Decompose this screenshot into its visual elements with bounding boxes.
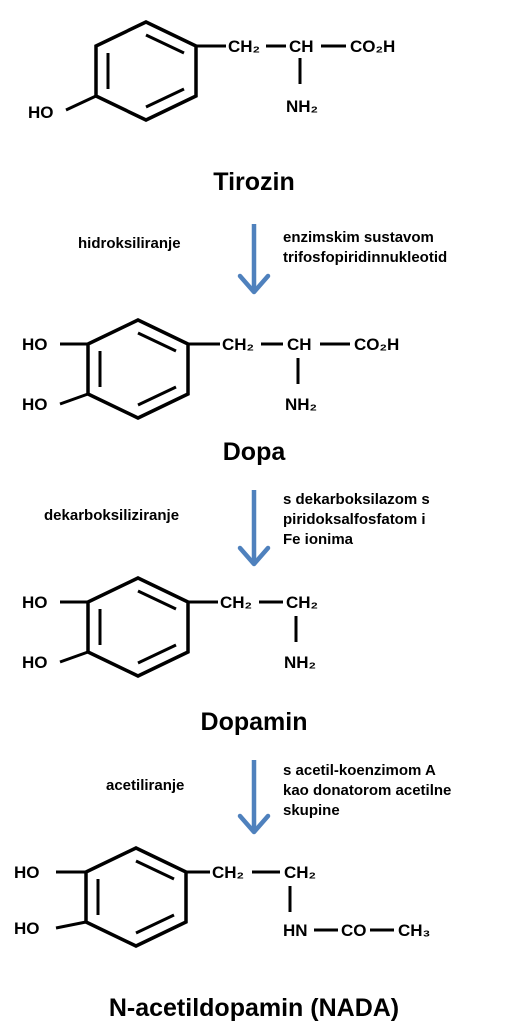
reaction-conditions-line-3: Fe ionima [283,531,354,548]
benzene-ring [86,318,190,420]
reaction-step-2: dekarboksiliziranje s dekarboksilazom s … [44,490,430,567]
reaction-conditions-line-1: s acetil-koenzimom A [283,762,436,779]
reaction-step-1: hidroksiliranje enzimskim sustavom trifo… [78,224,447,295]
molecule-name-dopamin: Dopamin [201,708,308,736]
methylene-group: CH₂ [228,37,260,56]
hydroxyl-group: HO [28,103,54,122]
benzene-ring [94,20,198,122]
methylene-group: CH₂ [222,335,254,354]
reaction-conditions-line-1: s dekarboksilazom s [283,491,430,508]
reaction-conditions-line-2: trifosfopiridinnukleotid [283,249,447,266]
hydroxyl-group-bottom: HO [14,919,40,938]
reaction-conditions-line-2: kao donatorom acetilne [283,782,451,799]
reaction-conditions-line-2: piridoksalfosfatom i [283,511,426,528]
bond-ring-to-ho-bottom [59,392,89,406]
hydroxyl-group-top: HO [22,335,48,354]
bond-ring-to-ho-bottom [55,920,87,930]
methine-group: CH [287,335,312,354]
hydroxyl-group-top: HO [22,593,48,612]
molecule-dopa: HO HO CH₂ CH CO₂H NH₂ [22,318,399,420]
ring-double-bonds [96,859,175,935]
reaction-label: dekarboksiliziranje [44,507,179,524]
molecule-name-nada: N-acetildopamin (NADA) [109,994,399,1022]
hydroxyl-group-bottom: HO [22,395,48,414]
reaction-conditions-line-1: enzimskim sustavom [283,229,434,246]
carboxyl-group: CO₂H [350,37,395,56]
methylene-group-2: CH₂ [286,593,318,612]
reaction-label: acetiliranje [106,777,184,794]
molecule-dopamin: HO HO CH₂ CH₂ NH₂ [22,576,318,678]
molecule-name-dopa: Dopa [223,438,287,466]
ring-double-bonds [98,331,177,407]
bond-ring-to-ho-bottom [59,650,89,664]
hydroxyl-group-bottom: HO [22,653,48,672]
ring-double-bonds [98,589,177,665]
methine-group: CH [289,37,314,56]
methylene-group: CH₂ [220,593,252,612]
methylene-group-2: CH₂ [284,863,316,882]
molecule-name-tirozin: Tirozin [213,168,294,196]
methyl-group: CH₃ [398,921,430,940]
benzene-ring [86,576,190,678]
bond-ring-to-ho [65,94,97,112]
carboxyl-group: CO₂H [354,335,399,354]
methylene-group: CH₂ [212,863,244,882]
amide-nh-group: HN [283,921,308,940]
down-arrow-icon [237,760,271,835]
benzene-ring [84,846,188,948]
reaction-conditions-line-3: skupine [283,802,340,819]
hydroxyl-group-top: HO [14,863,40,882]
amine-group: NH₂ [286,97,318,116]
reaction-label: hidroksiliranje [78,235,181,252]
amine-group: NH₂ [284,653,316,672]
carbonyl-group: CO [341,921,367,940]
ring-double-bonds [106,33,185,109]
down-arrow-icon [237,490,271,567]
reaction-step-3: acetiliranje s acetil-koenzimom A kao do… [106,760,451,835]
molecule-tirozin: HO CH₂ CH CO₂H NH₂ [28,20,395,122]
molecule-n-acetildopamin: HO HO CH₂ CH₂ HN CO CH₃ [14,846,430,948]
amine-group: NH₂ [285,395,317,414]
down-arrow-icon [237,224,271,295]
